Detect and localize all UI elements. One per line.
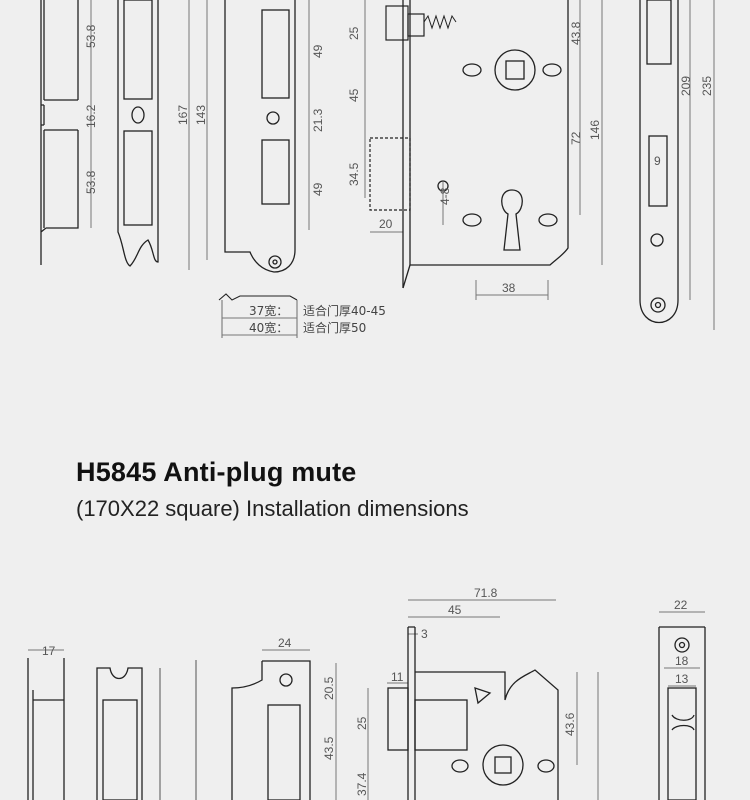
- bottom-dim-25: 25: [355, 688, 369, 760]
- top-dim-16-2: 16.2: [84, 100, 98, 130]
- svg-text:143: 143: [194, 105, 208, 125]
- top-lock-body: [402, 0, 569, 289]
- svg-text:49: 49: [311, 182, 325, 196]
- svg-text:20.5: 20.5: [322, 676, 336, 700]
- svg-text:43.8: 43.8: [569, 21, 583, 45]
- top-strike-profile: [218, 293, 298, 338]
- svg-text:37.4: 37.4: [355, 772, 369, 796]
- bottom-side-profile: [27, 658, 65, 800]
- bottom-dim-11: 11: [387, 670, 408, 684]
- note-40-desc: 适合门厚50: [303, 320, 366, 335]
- bottom-strike-plate: [195, 660, 311, 800]
- note-37-width: 37宽：: [249, 303, 288, 318]
- svg-text:38: 38: [502, 281, 516, 295]
- svg-text:43.6: 43.6: [563, 712, 577, 736]
- top-dim-9: 9: [654, 154, 661, 168]
- svg-text:20: 20: [379, 217, 393, 231]
- svg-text:72: 72: [569, 131, 583, 145]
- top-dim-235: 235: [700, 0, 715, 330]
- top-dim-209: 209: [679, 0, 693, 300]
- svg-text:3: 3: [421, 627, 428, 641]
- svg-text:49: 49: [311, 44, 325, 58]
- top-dim-43-8: 43.8: [569, 0, 583, 70]
- svg-text:4-8: 4-8: [438, 187, 452, 205]
- svg-text:71.8: 71.8: [474, 586, 498, 600]
- svg-text:18: 18: [675, 654, 689, 668]
- top-dim-143: 143: [194, 0, 208, 260]
- section-subtitle: (170X22 square) Installation dimensions: [76, 496, 469, 521]
- top-dim-167: 167: [176, 0, 190, 270]
- bottom-dim-17: 17: [28, 644, 64, 658]
- top-faceplate: [117, 0, 159, 267]
- bottom-faceplate: [96, 667, 161, 800]
- svg-text:16.2: 16.2: [84, 104, 98, 128]
- top-dim-38: 38: [475, 280, 549, 300]
- svg-text:45: 45: [448, 603, 462, 617]
- top-dim-49-a: 49: [308, 0, 325, 98]
- section-title: H5845 Anti-plug mute: [76, 457, 357, 487]
- bottom-dim-20-5: 20.5: [322, 663, 337, 710]
- bottom-dim-43-5: 43.5: [322, 710, 337, 800]
- bottom-dim-3: 3: [408, 627, 428, 641]
- bottom-lock-body: [387, 626, 559, 800]
- bottom-dim-22: 22: [659, 598, 705, 613]
- bottom-dim-71-8: 71.8: [408, 586, 556, 601]
- svg-text:53.8: 53.8: [84, 170, 98, 194]
- top-dim-21-3: 21.3: [308, 98, 325, 140]
- top-dim-25: 25: [347, 0, 366, 58]
- top-dim-49-b: 49: [308, 140, 325, 230]
- top-right-faceplate: [639, 0, 679, 324]
- top-side-profile: [40, 0, 79, 265]
- top-dim-146: 146: [588, 0, 603, 265]
- svg-text:43.5: 43.5: [322, 736, 336, 760]
- svg-text:25: 25: [355, 716, 369, 730]
- note-40-width: 40宽：: [249, 320, 288, 335]
- bottom-dim-24: 24: [262, 636, 310, 651]
- svg-text:146: 146: [588, 120, 602, 140]
- bottom-dim-18: 18: [664, 654, 700, 669]
- top-dim-53-8-a: 53.8: [84, 0, 98, 100]
- svg-text:235: 235: [700, 76, 714, 96]
- top-strike-plate: [224, 0, 296, 273]
- svg-text:22: 22: [674, 598, 688, 612]
- svg-text:53.8: 53.8: [84, 24, 98, 48]
- svg-text:13: 13: [675, 672, 689, 686]
- top-latch-bolt: [369, 5, 457, 211]
- bottom-dim-45: 45: [408, 603, 500, 618]
- svg-text:11: 11: [391, 670, 404, 684]
- svg-text:167: 167: [176, 105, 190, 125]
- svg-text:209: 209: [679, 76, 693, 96]
- bottom-dim-43-6: 43.6: [563, 672, 578, 765]
- note-37-desc: 适合门厚40-45: [303, 303, 386, 318]
- top-dim-72: 72: [569, 70, 583, 215]
- top-dim-45: 45: [347, 58, 366, 138]
- bottom-dim-37-4: 37.4: [355, 760, 369, 800]
- svg-text:45: 45: [347, 88, 361, 102]
- bottom-right-faceplate: [658, 626, 706, 800]
- svg-text:25: 25: [347, 26, 361, 40]
- svg-text:17: 17: [42, 644, 56, 658]
- svg-text:24: 24: [278, 636, 292, 650]
- top-dim-34-5: 34.5: [347, 138, 366, 198]
- svg-text:34.5: 34.5: [347, 162, 361, 186]
- top-dim-20: 20: [370, 217, 403, 233]
- svg-text:21.3: 21.3: [311, 108, 325, 132]
- top-dim-53-8-b: 53.8: [84, 130, 98, 228]
- top-dim-4-8: 4-8: [438, 182, 452, 225]
- bottom-dim-13: 13: [668, 672, 696, 687]
